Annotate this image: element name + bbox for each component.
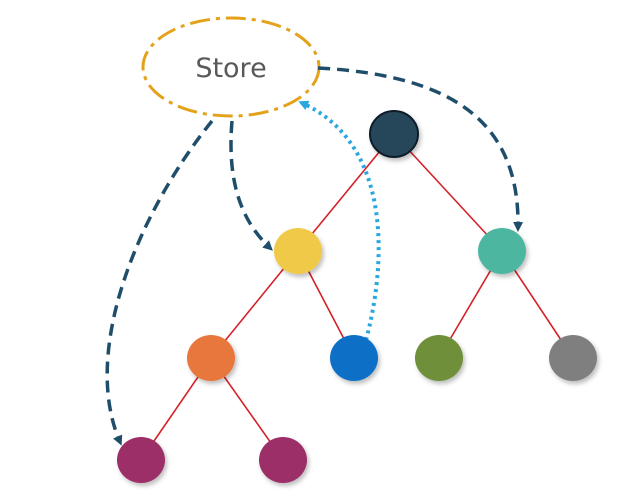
node-orange: [187, 335, 235, 381]
store-label: Store: [195, 53, 266, 84]
node-blue: [330, 335, 378, 381]
tree-nodes: [117, 110, 597, 483]
node-green: [415, 335, 463, 381]
node-magenta-left: [117, 437, 165, 483]
node-yellow: [274, 228, 322, 274]
node-teal: [478, 228, 526, 274]
arrow-store-to-yellow: [229, 120, 273, 251]
store: Store: [141, 16, 321, 118]
edge-root-yellow: [297, 133, 395, 252]
arrow-blue-to-store: [298, 100, 381, 341]
edge-root-teal: [393, 133, 503, 252]
dashed-arrows: [105, 66, 524, 446]
arrow-store-to-magenta-left: [105, 119, 214, 446]
node-root: [369, 110, 419, 158]
tree-edges: [140, 133, 574, 461]
node-magenta-right: [259, 437, 307, 483]
arrow-store-to-teal: [317, 66, 524, 232]
node-gray: [549, 335, 597, 381]
